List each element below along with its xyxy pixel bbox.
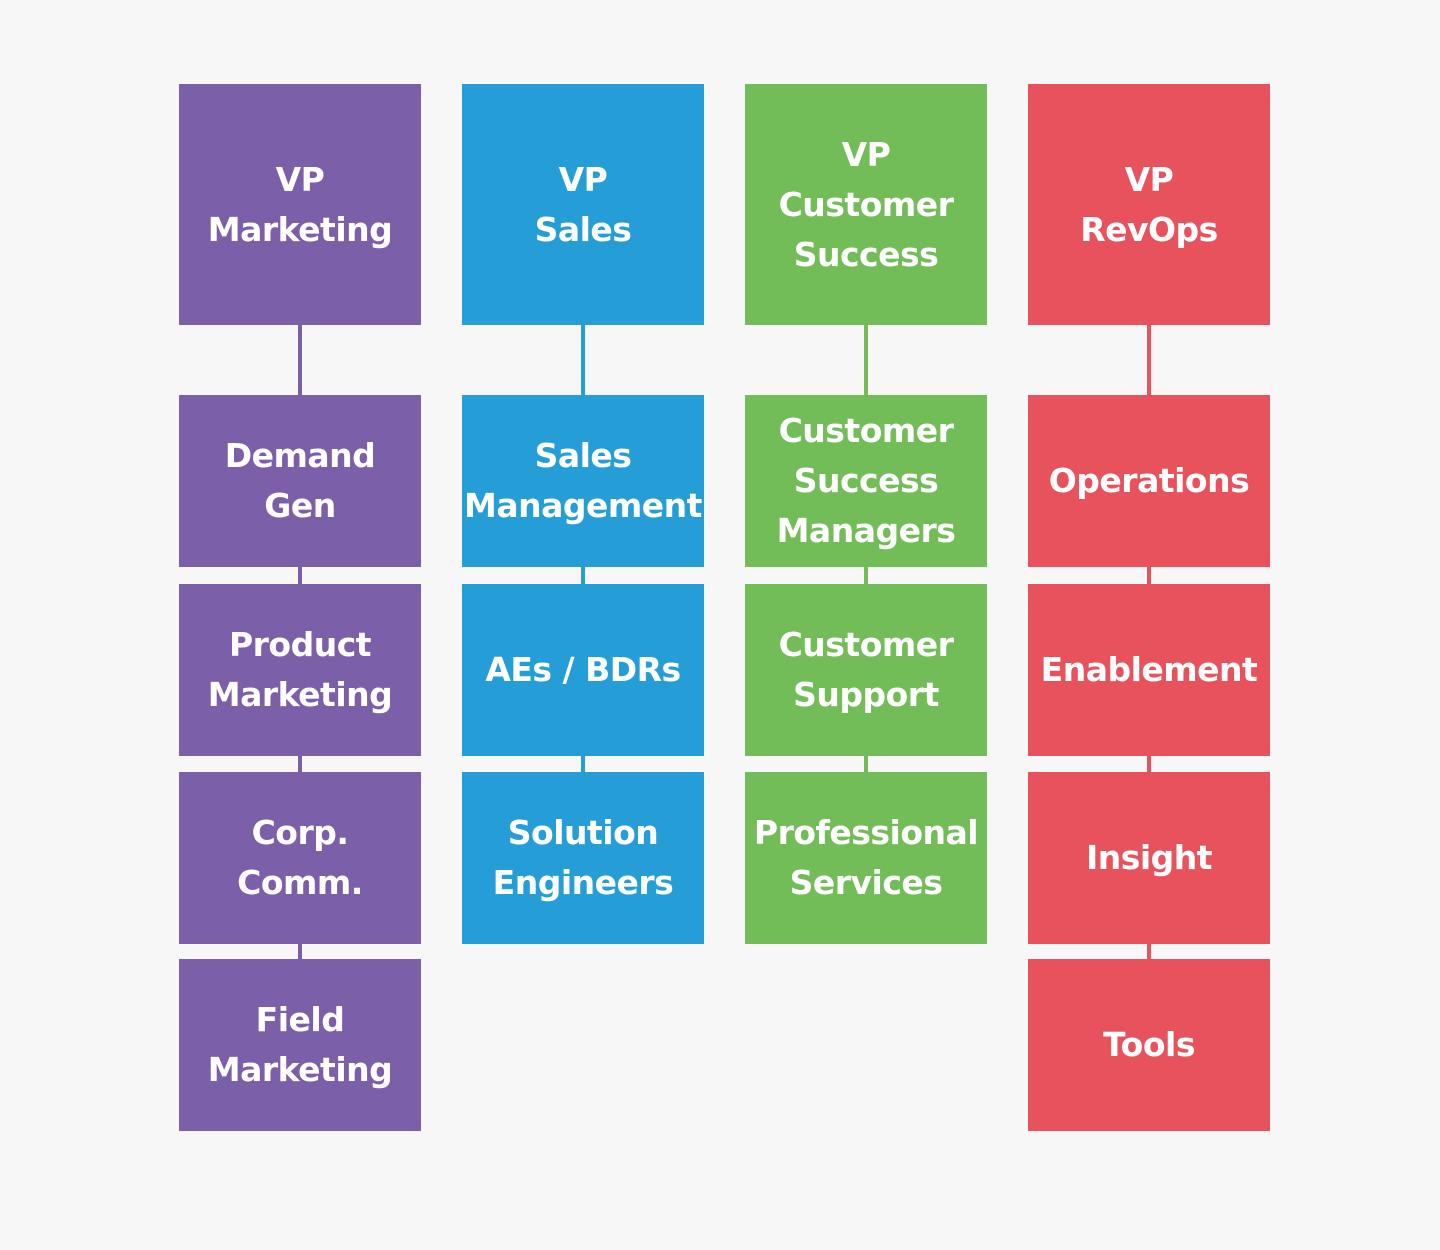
- connector-vp-customer-success: [864, 325, 868, 395]
- team-corp-comm-box: Corp. Comm.: [179, 772, 421, 944]
- vp-customer-success-box: VP Customer Success: [745, 84, 987, 325]
- team-product-marketing-box: Product Marketing: [179, 584, 421, 756]
- connector-marketing-2: [298, 944, 302, 959]
- vp-marketing-box: VP Marketing: [179, 84, 421, 325]
- team-aes-bdrs-label: AEs / BDRs: [485, 650, 681, 689]
- vp-revops-label: VP RevOps: [1080, 159, 1218, 249]
- connector-revops-1: [1147, 756, 1151, 772]
- connector-sales-0: [581, 567, 585, 584]
- team-product-marketing-label: Product Marketing: [207, 625, 393, 714]
- team-customer-success-managers-box: Customer Success Managers: [745, 395, 987, 567]
- team-operations-box: Operations: [1028, 395, 1270, 567]
- vp-customer-success-label: VP Customer Success: [778, 134, 954, 274]
- team-aes-bdrs-box: AEs / BDRs: [462, 584, 704, 756]
- team-sales-management-box: Sales Management: [462, 395, 704, 567]
- connector-marketing-1: [298, 756, 302, 772]
- team-field-marketing-box: Field Marketing: [179, 959, 421, 1131]
- vp-sales-box: VP Sales: [462, 84, 704, 325]
- team-professional-services-label: Professional Services: [753, 813, 979, 902]
- team-operations-label: Operations: [1048, 461, 1250, 500]
- connector-customer-success-1: [864, 756, 868, 772]
- team-enablement-box: Enablement: [1028, 584, 1270, 756]
- team-customer-success-managers-label: Customer Success Managers: [776, 411, 956, 550]
- connector-customer-success-0: [864, 567, 868, 584]
- team-customer-support-label: Customer Support: [778, 625, 954, 714]
- team-insight-label: Insight: [1085, 838, 1213, 877]
- vp-marketing-label: VP Marketing: [207, 159, 393, 249]
- team-solution-engineers-box: Solution Engineers: [462, 772, 704, 944]
- team-solution-engineers-label: Solution Engineers: [492, 813, 674, 902]
- connector-revops-2: [1147, 944, 1151, 959]
- team-corp-comm-label: Corp. Comm.: [237, 813, 363, 902]
- vp-revops-box: VP RevOps: [1028, 84, 1270, 325]
- connector-marketing-0: [298, 567, 302, 584]
- team-professional-services-box: Professional Services: [745, 772, 987, 944]
- connector-vp-revops: [1147, 325, 1151, 395]
- connector-revops-0: [1147, 567, 1151, 584]
- team-demand-gen-box: Demand Gen: [179, 395, 421, 567]
- team-customer-support-box: Customer Support: [745, 584, 987, 756]
- connector-vp-marketing: [298, 325, 302, 395]
- team-field-marketing-label: Field Marketing: [207, 1000, 393, 1089]
- team-enablement-label: Enablement: [1040, 650, 1258, 689]
- vp-sales-label: VP Sales: [534, 159, 632, 249]
- team-demand-gen-label: Demand Gen: [224, 436, 376, 525]
- connector-vp-sales: [581, 325, 585, 395]
- team-tools-box: Tools: [1028, 959, 1270, 1131]
- connector-sales-1: [581, 756, 585, 772]
- team-sales-management-label: Sales Management: [464, 436, 702, 525]
- team-tools-label: Tools: [1103, 1025, 1195, 1064]
- team-insight-box: Insight: [1028, 772, 1270, 944]
